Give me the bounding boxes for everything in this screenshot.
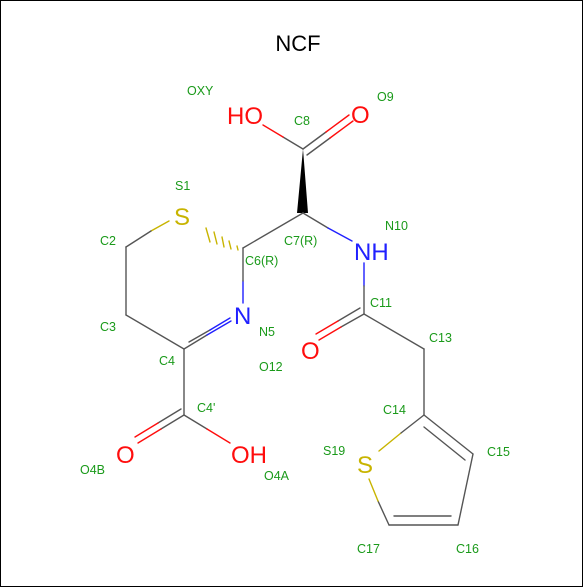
bond-c8-o9-b-red — [329, 120, 354, 139]
atom-label-c17: C17 — [357, 542, 380, 556]
atom-label-c15: C15 — [487, 445, 510, 459]
bond-c4p-o4a-red — [206, 428, 231, 444]
atom-label-n10: N10 — [385, 219, 408, 233]
atom-label-c16: C16 — [456, 542, 479, 556]
bond-c11-o12-b — [337, 307, 361, 322]
bond-c6-s1-hash — [205, 227, 239, 251]
bond-c11-o12-a — [340, 313, 365, 328]
bond-c4p-o4b-a-red — [137, 428, 162, 444]
symbol-s1: S — [174, 204, 190, 231]
bond-c7-c6 — [242, 212, 304, 249]
symbol-o9: O — [351, 102, 370, 129]
bond-c4-n5-a — [183, 334, 208, 350]
bond-c11-o12-a-red — [318, 326, 342, 341]
atom-label-c13: C13 — [429, 331, 452, 345]
bond-c8-oxy — [282, 136, 304, 150]
bond-c4-n5-a-blue — [206, 320, 232, 336]
symbol-ho: HO — [227, 103, 263, 130]
atom-label-s19: S19 — [323, 444, 345, 458]
bond-c17-s19-yellow — [368, 478, 379, 502]
symbol-nh: NH — [354, 239, 389, 266]
atom-label-c14: C14 — [383, 403, 406, 417]
atom-label-o4a: O4A — [264, 469, 290, 483]
symbol-n5: N — [234, 303, 251, 330]
atom-label-n5: N5 — [259, 325, 275, 339]
atom-label-o4b: O4B — [80, 463, 105, 477]
bond-c7-n10-blue — [327, 227, 353, 242]
bond-c7-n10 — [302, 212, 329, 229]
bond-s19-c14-yellow — [378, 432, 402, 452]
bond-c8-o9-a-red — [325, 114, 350, 133]
atom-label-c11: C11 — [370, 296, 392, 310]
bond-c15-c16 — [457, 453, 474, 526]
bond-c4-n5-b-blue — [209, 317, 231, 331]
atom-label-c3: C3 — [100, 320, 116, 334]
bond-c4p-o4b-b-red — [134, 422, 159, 438]
atom-label-o12: O12 — [259, 360, 283, 374]
atom-label-c6: C6(R) — [245, 254, 278, 268]
atom-labels: OXY O9 C8 S1 N10 C2 C7(R) C6(R) C11 C3 N… — [80, 84, 510, 556]
bond-c4-n5-b — [188, 329, 211, 343]
element-symbols: HO O S NH N O O OH S — [116, 102, 389, 479]
bond-c17-s19 — [377, 500, 390, 526]
atom-label-c8: C8 — [294, 114, 310, 128]
bond-s1-c2 — [125, 230, 152, 248]
symbol-o12: O — [301, 338, 320, 365]
atom-label-o9: O9 — [377, 90, 394, 104]
bond-c7-c8-wedge — [297, 149, 308, 213]
bond-c3-c4 — [125, 314, 185, 350]
bond-c11-c13 — [363, 313, 425, 350]
symbol-o4b: O — [116, 442, 135, 469]
bond-c4p-o4b-a — [160, 414, 185, 430]
symbol-s19: S — [357, 452, 373, 479]
bond-c8-o9-a — [302, 131, 327, 150]
bond-c14-c15-a — [423, 414, 474, 455]
symbol-o4a: OH — [231, 442, 267, 469]
atom-label-oxy: OXY — [187, 84, 214, 98]
bond-c8-oxy-red — [262, 124, 284, 138]
atom-label-c4p: C4' — [197, 401, 215, 415]
bonds — [125, 114, 474, 526]
bond-c14-c15-b — [423, 426, 466, 461]
bond-c8-o9-b — [306, 137, 331, 156]
page-title: NCF — [275, 31, 320, 56]
atom-label-c2: C2 — [100, 234, 116, 248]
atom-label-c4: C4 — [159, 354, 175, 368]
bond-c4p-o4a — [183, 414, 208, 430]
bond-s1-c2-yellow — [150, 220, 170, 232]
atom-label-s1: S1 — [175, 179, 190, 193]
bond-c11-o12-b-red — [315, 320, 339, 335]
atom-label-c7: C7(R) — [284, 234, 317, 248]
bond-s19-c14 — [400, 414, 425, 434]
bond-c4p-o4b-b — [157, 408, 182, 424]
